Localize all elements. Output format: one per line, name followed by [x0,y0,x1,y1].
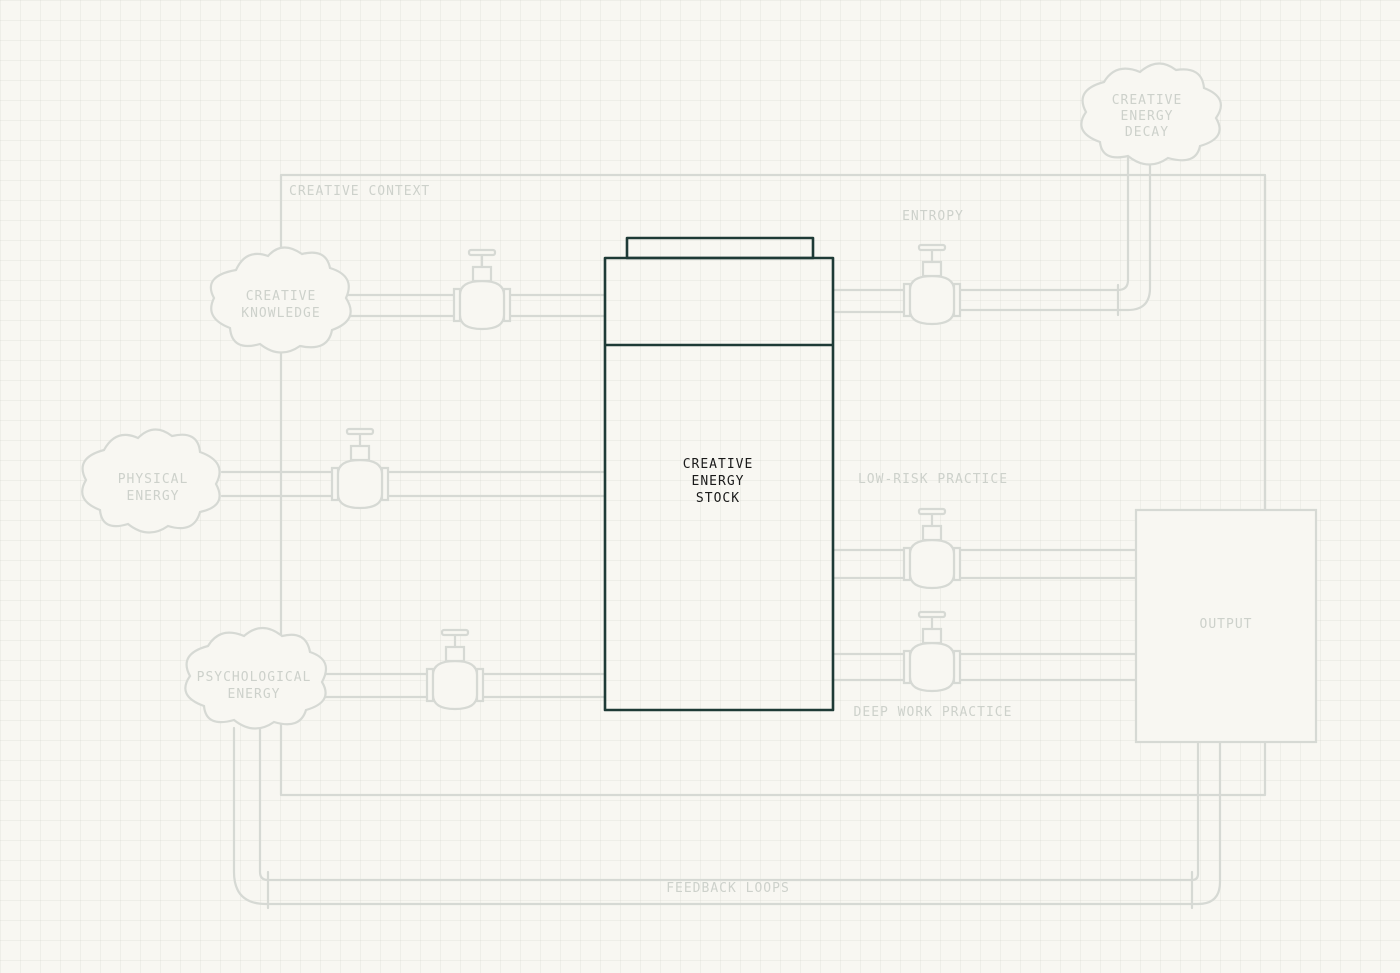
creative-knowledge-label-line-2: KNOWLEDGE [241,306,320,321]
decay-pipe [956,156,1152,317]
psychological-energy-label-line-2: ENERGY [228,687,281,702]
decay-label-line-3: DECAY [1125,125,1169,140]
deep-work-practice-valve [902,610,962,693]
physical-energy-pipe [220,470,607,498]
decay-label-line-1: CREATIVE [1112,93,1183,108]
feedback-loop-pipe [232,726,1222,910]
output-label: OUTPUT [1200,617,1253,632]
entropy-label: ENTROPY [902,209,964,224]
entropy-valve [902,243,962,326]
low-risk-practice-valve [902,507,962,590]
feedback-loops-label: FEEDBACK LOOPS [666,881,790,896]
entropy-pipe [831,288,910,314]
physical-energy-label-line-1: PHYSICAL [118,472,189,487]
creative-knowledge-valve [452,248,512,331]
deep-work-practice-label: DEEP WORK PRACTICE [854,705,1013,720]
physical-energy-label-line-2: ENERGY [127,489,180,504]
physical-energy-cloud [81,428,221,534]
low-risk-practice-label: LOW-RISK PRACTICE [858,472,1008,487]
output-box [1134,508,1318,744]
creative-knowledge-cloud [209,246,352,354]
psychological-energy-label-line-1: PSYCHOLOGICAL [197,670,312,685]
creative-energy-decay-cloud [1080,62,1222,166]
psychological-energy-valve [425,628,485,711]
creative-knowledge-label-line-1: CREATIVE [246,289,317,304]
deep-work-practice-pipe [831,652,1139,682]
low-risk-practice-pipe [831,548,1139,580]
psychological-energy-cloud [184,626,328,730]
stock-label-line-2: ENERGY [692,474,745,489]
stock-label-line-3: STOCK [696,491,740,506]
creative-context-label: CREATIVE CONTEXT [289,184,430,199]
creative-context-frame [279,173,1267,797]
valves [330,243,962,711]
physical-energy-valve [330,427,390,510]
creative-energy-stock [603,236,835,712]
stock-label-line-1: CREATIVE [683,457,754,472]
decay-label-line-2: ENERGY [1121,109,1174,124]
